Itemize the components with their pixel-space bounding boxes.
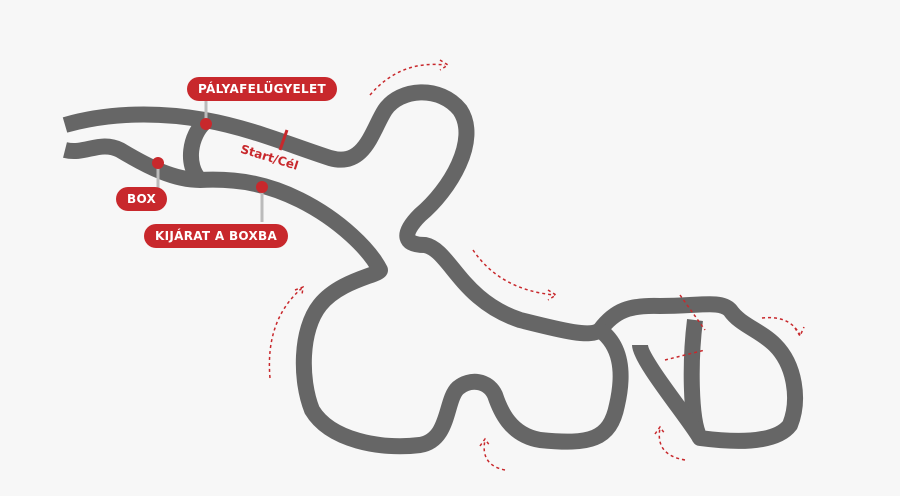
- lower-track: [63, 138, 629, 455]
- pin-markers: [152, 100, 268, 222]
- right-loop: [632, 343, 707, 443]
- box-label: BOX: [116, 187, 168, 211]
- direction-arrows: [268, 59, 805, 471]
- pit-exit-label: KIJÁRAT A BOXBA: [144, 224, 289, 248]
- main-track: [62, 84, 803, 449]
- pit-lane: [182, 115, 211, 186]
- marshal-label: PÁLYAFELÜGYELET: [187, 77, 337, 101]
- start-finish-line: [278, 129, 289, 151]
